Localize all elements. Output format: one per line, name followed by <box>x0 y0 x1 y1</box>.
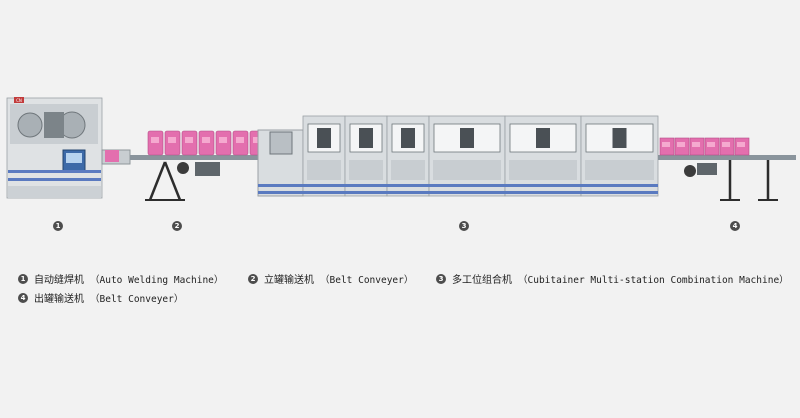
box-can <box>689 137 705 156</box>
legend-label-zh: 立罐输送机 <box>264 275 314 286</box>
marker-1: 1 <box>53 221 63 231</box>
auto-welding-machine: CN <box>6 97 131 199</box>
belt-conveyer-outgoing <box>658 137 796 201</box>
box-can <box>704 137 720 156</box>
can <box>181 130 198 156</box>
can <box>147 130 164 156</box>
legend-label-zh: 多工位组合机 <box>452 275 512 286</box>
brand-plate <box>14 97 24 103</box>
legend-item-3: 3 多工位组合机 （Cubitainer Multi-station Combi… <box>436 271 789 286</box>
station <box>386 115 430 197</box>
marker-2: 2 <box>172 221 182 231</box>
box-can <box>719 137 735 156</box>
legend-number: 4 <box>18 292 28 303</box>
legend-label-en: （Belt Conveyer） <box>320 274 414 286</box>
box-can <box>659 137 675 156</box>
can <box>164 130 181 156</box>
machine-brand-text: CN <box>16 98 22 103</box>
box-can <box>734 137 750 156</box>
legend-label-zh: 出罐输送机 <box>34 294 84 305</box>
legend-number: 1 <box>18 273 28 284</box>
legend-item-4: 4 出罐输送机 （Belt Conveyer） <box>18 290 183 305</box>
can <box>232 130 249 156</box>
belt-conveyer-upright <box>130 130 266 201</box>
legend-number: 2 <box>248 273 258 284</box>
station <box>302 115 346 197</box>
multi-station-combination-machine <box>257 115 659 197</box>
legend-label-en: （Belt Conveyer） <box>90 293 184 305</box>
station <box>504 115 582 197</box>
legend-item-2: 2 立罐输送机 （Belt Conveyer） <box>248 271 413 286</box>
station <box>428 115 506 197</box>
legend-label-en: （Auto Welding Machine） <box>90 274 224 286</box>
legend-label-zh: 自动缝焊机 <box>34 275 84 286</box>
can <box>215 130 232 156</box>
station <box>580 115 659 197</box>
legend-label-en: （Cubitainer Multi-station Combination Ma… <box>518 274 789 286</box>
can <box>198 130 215 156</box>
legend-number: 3 <box>436 273 446 284</box>
production-line-illustration: CN <box>6 97 796 201</box>
legend-item-1: 1 自动缝焊机 （Auto Welding Machine） <box>18 271 223 286</box>
marker-3: 3 <box>459 221 469 231</box>
box-can <box>674 137 690 156</box>
station <box>344 115 388 197</box>
marker-4: 4 <box>730 221 740 231</box>
